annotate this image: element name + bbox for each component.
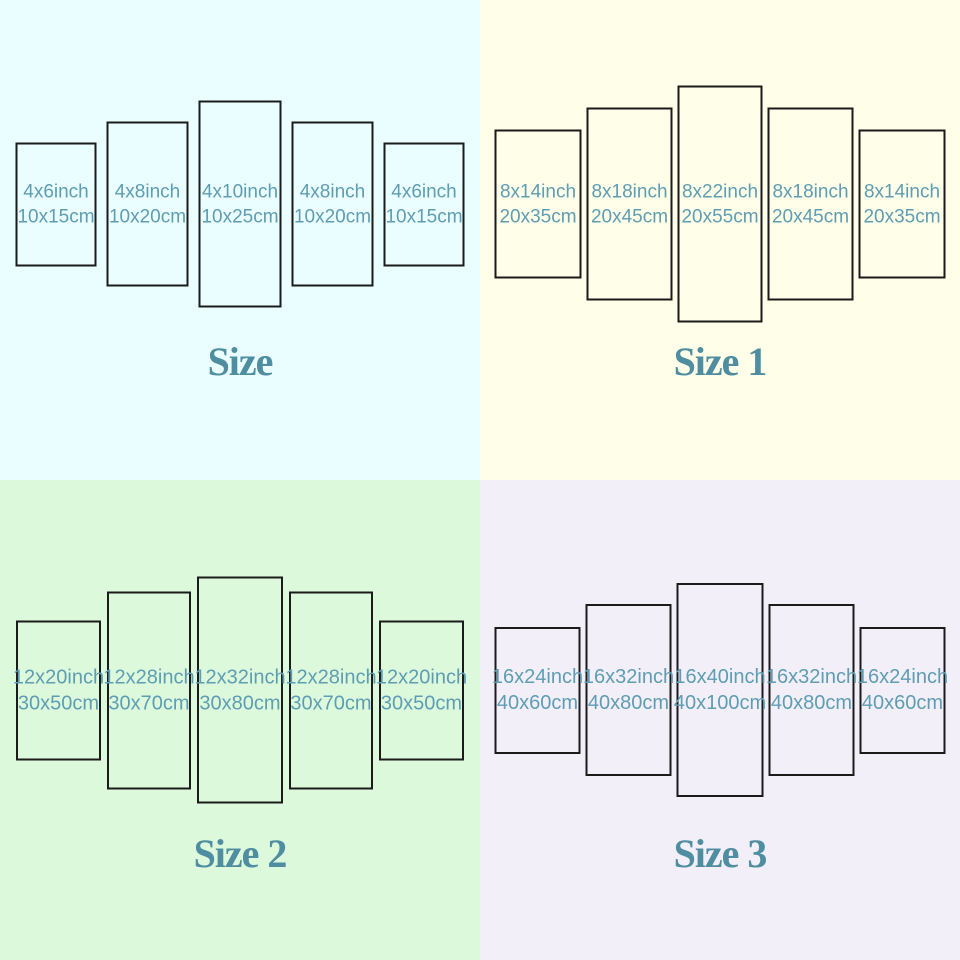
panel-size-label: 12x32inch 30x80cm: [194, 664, 285, 716]
canvas-panel-2: 8x18inch 20x45cm: [586, 107, 673, 301]
panel-row: 8x14inch 20x35cm 8x18inch 20x45cm 8x22in…: [494, 85, 946, 323]
panel-row: 12x20inch 30x50cm 12x28inch 30x70cm 12x3…: [13, 576, 467, 804]
panel-size-inch: 4x8inch: [114, 181, 181, 202]
panel-size-label: 4x10inch 10x25cm: [201, 179, 278, 229]
canvas-panel-2: 4x8inch 10x20cm: [106, 121, 189, 287]
panel-size-inch: 4x8inch: [299, 181, 366, 202]
panel-size-label: 8x14inch 20x35cm: [499, 179, 576, 229]
panel-size-label: 12x20inch 30x50cm: [13, 664, 104, 716]
panel-size-label: 4x8inch 10x20cm: [109, 179, 186, 229]
panel-size-cm: 10x15cm: [17, 206, 95, 227]
quadrant-title: Size 1: [673, 339, 768, 384]
panel-size-inch: 16x32inch: [765, 666, 858, 688]
panel-size-label: 8x18inch 20x45cm: [772, 179, 849, 229]
panel-size-cm: 40x60cm: [496, 692, 579, 714]
panel-size-label: 16x32inch 40x80cm: [766, 664, 857, 716]
panel-size-cm: 30x70cm: [290, 692, 372, 714]
panel-size-inch: 16x24inch: [856, 666, 949, 688]
panel-size-inch: 12x28inch: [285, 666, 377, 688]
quadrant-title: Size 2: [193, 831, 288, 876]
panel-size-cm: 10x15cm: [385, 206, 463, 227]
panel-size-label: 4x6inch 10x15cm: [385, 179, 462, 229]
panel-row: 4x6inch 10x15cm 4x8inch 10x20cm 4x10inch…: [15, 100, 465, 308]
panel-size-inch: 8x18inch: [591, 181, 668, 202]
panel-size-cm: 20x45cm: [590, 206, 669, 227]
panel-size-cm: 30x50cm: [17, 692, 100, 714]
canvas-panel-1: 16x24inch 40x60cm: [492, 626, 583, 754]
panel-size-cm: 20x45cm: [771, 206, 850, 227]
quadrant-title: Size 3: [673, 831, 768, 876]
panel-size-inch: 4x6inch: [391, 181, 457, 202]
canvas-panel-5: 4x6inch 10x15cm: [383, 142, 465, 266]
canvas-panel-5: 8x14inch 20x35cm: [858, 129, 946, 279]
canvas-panel-4: 4x8inch 10x20cm: [291, 121, 374, 287]
panel-size-cm: 10x20cm: [293, 206, 372, 227]
quadrant-title: Size: [207, 339, 274, 384]
panel-size-cm: 20x35cm: [863, 206, 941, 227]
canvas-panel-5: 16x24inch 40x60cm: [857, 626, 948, 754]
panel-size-inch: 12x32inch: [194, 666, 286, 688]
canvas-panel-4: 16x32inch 40x80cm: [766, 604, 857, 776]
canvas-panel-1: 12x20inch 30x50cm: [13, 620, 104, 760]
panel-size-inch: 8x18inch: [772, 181, 849, 202]
panel-size-label: 8x22inch 20x55cm: [681, 179, 758, 229]
canvas-panel-2: 12x28inch 30x70cm: [103, 591, 195, 789]
panel-size-label: 12x28inch 30x70cm: [103, 664, 194, 716]
panel-size-label: 16x24inch 40x60cm: [857, 664, 948, 716]
panel-size-cm: 40x60cm: [861, 692, 944, 714]
panel-size-cm: 10x25cm: [201, 206, 279, 227]
panel-size-inch: 16x32inch: [582, 666, 675, 688]
panel-size-label: 4x8inch 10x20cm: [294, 179, 371, 229]
panel-size-inch: 4x6inch: [23, 181, 89, 202]
panel-size-cm: 40x80cm: [587, 692, 670, 714]
quadrant-size: 4x6inch 10x15cm 4x8inch 10x20cm 4x10inch…: [0, 0, 480, 480]
panel-size-cm: 20x35cm: [499, 206, 577, 227]
panel-size-label: 4x6inch 10x15cm: [17, 179, 94, 229]
panel-size-cm: 30x50cm: [380, 692, 463, 714]
canvas-panel-1: 8x14inch 20x35cm: [494, 129, 582, 279]
quadrant-size-1: 8x14inch 20x35cm 8x18inch 20x45cm 8x22in…: [480, 0, 960, 480]
quadrant-size-3: 16x24inch 40x60cm 16x32inch 40x80cm 16x4…: [480, 480, 960, 960]
canvas-panel-4: 12x28inch 30x70cm: [285, 591, 377, 789]
panel-size-inch: 4x10inch: [201, 181, 279, 202]
panel-size-cm: 30x70cm: [108, 692, 190, 714]
panel-size-cm: 40x100cm: [673, 692, 767, 714]
panel-size-inch: 16x40inch: [674, 666, 766, 688]
panel-size-inch: 8x22inch: [681, 181, 759, 202]
canvas-panel-2: 16x32inch 40x80cm: [583, 604, 674, 776]
panel-size-cm: 30x80cm: [199, 692, 281, 714]
canvas-panel-3: 16x40inch 40x100cm: [674, 583, 766, 797]
panel-size-label: 16x32inch 40x80cm: [583, 664, 674, 716]
panel-size-cm: 20x55cm: [681, 206, 759, 227]
panel-size-cm: 40x80cm: [770, 692, 853, 714]
panel-size-cm: 10x20cm: [108, 206, 187, 227]
panel-size-inch: 8x14inch: [499, 181, 577, 202]
canvas-panel-3: 8x22inch 20x55cm: [677, 85, 763, 323]
panel-size-inch: 12x28inch: [103, 666, 195, 688]
panel-size-label: 8x14inch 20x35cm: [863, 179, 940, 229]
panel-size-inch: 16x24inch: [491, 666, 584, 688]
panel-size-inch: 12x20inch: [375, 666, 468, 688]
panel-size-label: 16x24inch 40x60cm: [492, 664, 583, 716]
panel-size-label: 16x40inch 40x100cm: [674, 664, 766, 716]
canvas-panel-1: 4x6inch 10x15cm: [15, 142, 97, 266]
panel-row: 16x24inch 40x60cm 16x32inch 40x80cm 16x4…: [492, 583, 948, 797]
canvas-panel-3: 12x32inch 30x80cm: [194, 576, 286, 804]
canvas-panel-3: 4x10inch 10x25cm: [198, 100, 282, 308]
panel-size-label: 8x18inch 20x45cm: [591, 179, 668, 229]
panel-size-label: 12x20inch 30x50cm: [376, 664, 467, 716]
canvas-panel-5: 12x20inch 30x50cm: [376, 620, 467, 760]
panel-size-label: 12x28inch 30x70cm: [285, 664, 376, 716]
panel-size-inch: 12x20inch: [12, 666, 105, 688]
canvas-panel-4: 8x18inch 20x45cm: [767, 107, 854, 301]
panel-size-inch: 8x14inch: [863, 181, 941, 202]
quadrant-size-2: 12x20inch 30x50cm 12x28inch 30x70cm 12x3…: [0, 480, 480, 960]
